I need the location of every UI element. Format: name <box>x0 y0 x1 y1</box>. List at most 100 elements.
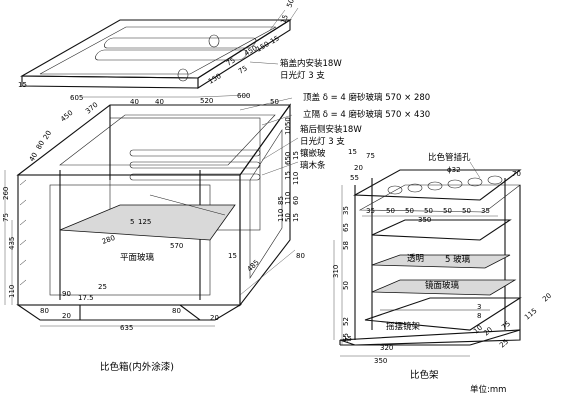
dim-top-50: 50 <box>270 98 279 106</box>
dim-left-260: 260 <box>2 187 10 200</box>
dim-side-20: 20 <box>42 129 53 141</box>
rear-lamp-tubes <box>129 149 261 181</box>
caption-unit: 单位:mm <box>470 384 506 395</box>
dim-in-125: 125 <box>138 218 151 226</box>
dim-bot-20: 20 <box>62 312 71 320</box>
dim-r-15b: 15 <box>343 335 352 343</box>
dim-r-50a: 50 <box>386 207 395 215</box>
dim-r-20c: 20 <box>541 292 553 304</box>
dim-col-110: 110 <box>277 209 285 222</box>
dim-side-40: 40 <box>28 151 39 163</box>
label-tube-holes: 比色管插孔 <box>428 152 471 163</box>
dim-lid-50a: 50 <box>285 0 296 9</box>
dim-r-55: 55 <box>350 174 359 182</box>
label-swing-mirror: 摇摆镜架 <box>386 321 421 332</box>
dim-lid-600: 600 <box>237 92 250 100</box>
label-rear-lamp-2: 日光灯 3 支 <box>300 136 345 147</box>
dim-in-15: 15 <box>228 252 237 260</box>
dim-r-3: 3 <box>477 303 481 311</box>
caption-color-rack: 比色架 <box>410 369 439 381</box>
label-vertical-partition: 立隔 δ = 4 磨砂玻璃 570 × 430 <box>303 109 430 120</box>
dim-lid-520: 520 <box>200 97 213 105</box>
dim-r-50c: 50 <box>424 207 433 215</box>
dim-in-570: 570 <box>170 242 183 250</box>
dim-r-50e: 50 <box>462 207 471 215</box>
dim-r-115: 115 <box>523 307 538 322</box>
dim-col-15c: 15 <box>292 213 300 222</box>
box-lid <box>19 7 299 89</box>
dim-r-50b: 50 <box>405 207 414 215</box>
dim-r-8: 8 <box>477 312 481 320</box>
dim-r-50d: 50 <box>443 207 452 215</box>
dim-lid-75a: 75 <box>225 56 237 67</box>
dim-col-110c: 110 <box>292 172 300 185</box>
dim-r-20: 20 <box>354 164 363 172</box>
dim-r-35b: 35 <box>481 207 490 215</box>
dim-lid-15c: 15 <box>18 81 27 89</box>
dim-bot-80a: 80 <box>40 307 49 315</box>
dim-col-1050: 1050 <box>284 117 292 135</box>
dim-v-310: 310 <box>332 265 340 278</box>
dim-r-10: 10 <box>472 324 484 336</box>
dim-in-280: 280 <box>101 234 116 246</box>
dim-side-450: 450 <box>59 109 74 124</box>
dim-bot-175: 17.5 <box>78 294 94 302</box>
dim-side-370: 370 <box>84 101 99 116</box>
dim-top-40b: 40 <box>155 98 164 106</box>
label-clear-glass-thk: 5 玻璃 <box>445 254 471 265</box>
dim-in-5: 5 <box>130 218 134 226</box>
dim-r-20b: 20 <box>482 326 494 338</box>
dim-col-60: 60 <box>292 196 300 205</box>
dim-col-85: 85 <box>277 196 285 205</box>
dim-r-320: 320 <box>380 344 393 352</box>
dim-r-35: 35 <box>366 207 375 215</box>
label-hole-dia: ϕ32 <box>447 166 461 174</box>
dim-bot-25: 25 <box>98 283 107 291</box>
dim-bot-80c: 80 <box>296 252 305 260</box>
label-lid-lamp-2: 日光灯 3 支 <box>280 70 325 81</box>
swing-mirror-frame <box>364 297 522 331</box>
dim-v-65: 65 <box>342 223 350 232</box>
dim-v-58: 58 <box>342 241 350 250</box>
label-mirror-glass: 镜面玻璃 <box>425 280 460 291</box>
mirror-glass-shelf <box>371 279 517 296</box>
clear-glass-shelf <box>371 254 511 269</box>
label-flat-glass: 平面玻璃 <box>120 252 155 263</box>
tube-hole-shelf <box>353 169 522 201</box>
dim-v-35: 35 <box>342 206 350 215</box>
dim-r-15: 15 <box>348 148 357 156</box>
dim-lid-605: 605 <box>70 94 83 102</box>
label-lid-lamp-1: 箱盖内安装18W <box>280 58 342 69</box>
dim-bot-20b: 20 <box>210 314 219 322</box>
flat-glass-panel <box>59 204 236 241</box>
dim-v-50: 50 <box>342 281 350 290</box>
label-clear-glass: 透明 <box>407 253 424 264</box>
label-inlay-glass: 镶嵌玻 <box>300 148 326 159</box>
dim-left-75: 75 <box>2 213 10 222</box>
dim-top-40: 40 <box>130 98 139 106</box>
dim-bot-80b: 80 <box>172 307 181 315</box>
lid-lamp-tubes <box>95 34 257 82</box>
label-wood-strip: 璃木条 <box>300 160 326 171</box>
dim-side-80: 80 <box>35 139 46 151</box>
caption-color-box: 比色箱(内外涂漆) <box>100 361 174 373</box>
dim-col-50: 50 <box>284 213 292 222</box>
dim-bot-635: 635 <box>120 324 133 332</box>
dim-v-55: 55 <box>342 333 350 342</box>
dim-r-350b: 350 <box>374 357 387 365</box>
dim-lid-15b: 15 <box>269 34 281 45</box>
dim-r-25: 25 <box>498 338 510 350</box>
dim-lid-75b: 75 <box>237 64 249 75</box>
dim-r-75: 75 <box>366 152 375 160</box>
color-box-body <box>16 103 292 321</box>
dim-lid-15a: 15 <box>279 14 290 25</box>
dim-r-75b: 75 <box>500 320 512 332</box>
label-top-cover: 顶盖 δ = 4 磨砂玻璃 570 × 280 <box>303 92 430 103</box>
dim-col-15: 15 <box>284 171 292 180</box>
dim-col-15b: 15 <box>292 151 300 160</box>
color-rack <box>339 169 522 346</box>
dim-col-650: 650 <box>284 152 292 165</box>
dim-r-70: 70 <box>512 170 521 178</box>
dim-bot-485: 485 <box>246 258 261 273</box>
